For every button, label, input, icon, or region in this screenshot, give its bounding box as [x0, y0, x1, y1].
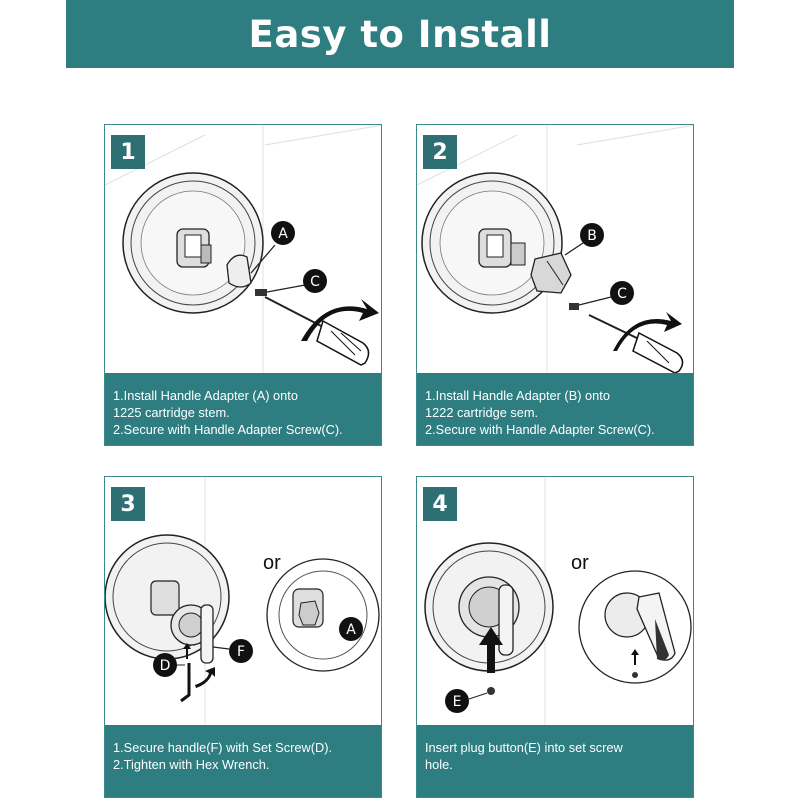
label-badge-e	[445, 689, 469, 713]
step-3-caption: 1.Secure handle(F) with Set Screw(D). 2.…	[105, 725, 381, 797]
step-number-badge: 1	[111, 135, 145, 169]
step-number-badge: 3	[111, 487, 145, 521]
page-title: Easy to Install	[66, 0, 734, 68]
step-4-illustration: E or	[424, 477, 692, 727]
step-4-caption: Insert plug button(E) into set screw hol…	[417, 725, 693, 797]
or-label: or	[263, 552, 281, 574]
or-label: or	[571, 552, 589, 574]
label-a: A	[278, 226, 288, 242]
label-badge-a	[271, 221, 295, 245]
label-badge-d	[153, 653, 177, 677]
label-a: A	[346, 622, 356, 638]
arrow-rotate-icon	[613, 312, 682, 351]
label-d: D	[160, 658, 171, 674]
step-number-badge: 2	[423, 135, 457, 169]
step-3-illustration: F D or A	[105, 477, 380, 727]
label-badge-b	[580, 223, 604, 247]
step-2-illustration: B C	[417, 125, 693, 375]
label-c: C	[617, 286, 627, 302]
step-4-panel: 4 E or Insert plug button(E) into set sc…	[416, 476, 694, 798]
step-2-caption: 1.Install Handle Adapter (B) onto 1222 c…	[417, 373, 693, 445]
step-1-panel: 1 A C 1.Install Handle Adapter (A) onto …	[104, 124, 382, 446]
step-2-panel: 2 B C 1.Install Handle Adapter (B) onto …	[416, 124, 694, 446]
step-3-panel: 3 F D or A 1.Secure handle(F) with Set S…	[104, 476, 382, 798]
step-1-illustration: A C	[105, 125, 381, 375]
label-badge-a	[339, 617, 363, 641]
label-f: F	[237, 644, 245, 660]
label-badge-f	[229, 639, 253, 663]
label-badge-c	[303, 269, 327, 293]
arrow-up-icon	[479, 627, 503, 673]
label-c: C	[310, 274, 320, 290]
step-number-badge: 4	[423, 487, 457, 521]
label-e: E	[453, 694, 462, 710]
arrow-rotate-icon	[301, 299, 379, 341]
label-badge-c	[610, 281, 634, 305]
label-b: B	[587, 228, 597, 244]
step-1-caption: 1.Install Handle Adapter (A) onto 1225 c…	[105, 373, 381, 445]
